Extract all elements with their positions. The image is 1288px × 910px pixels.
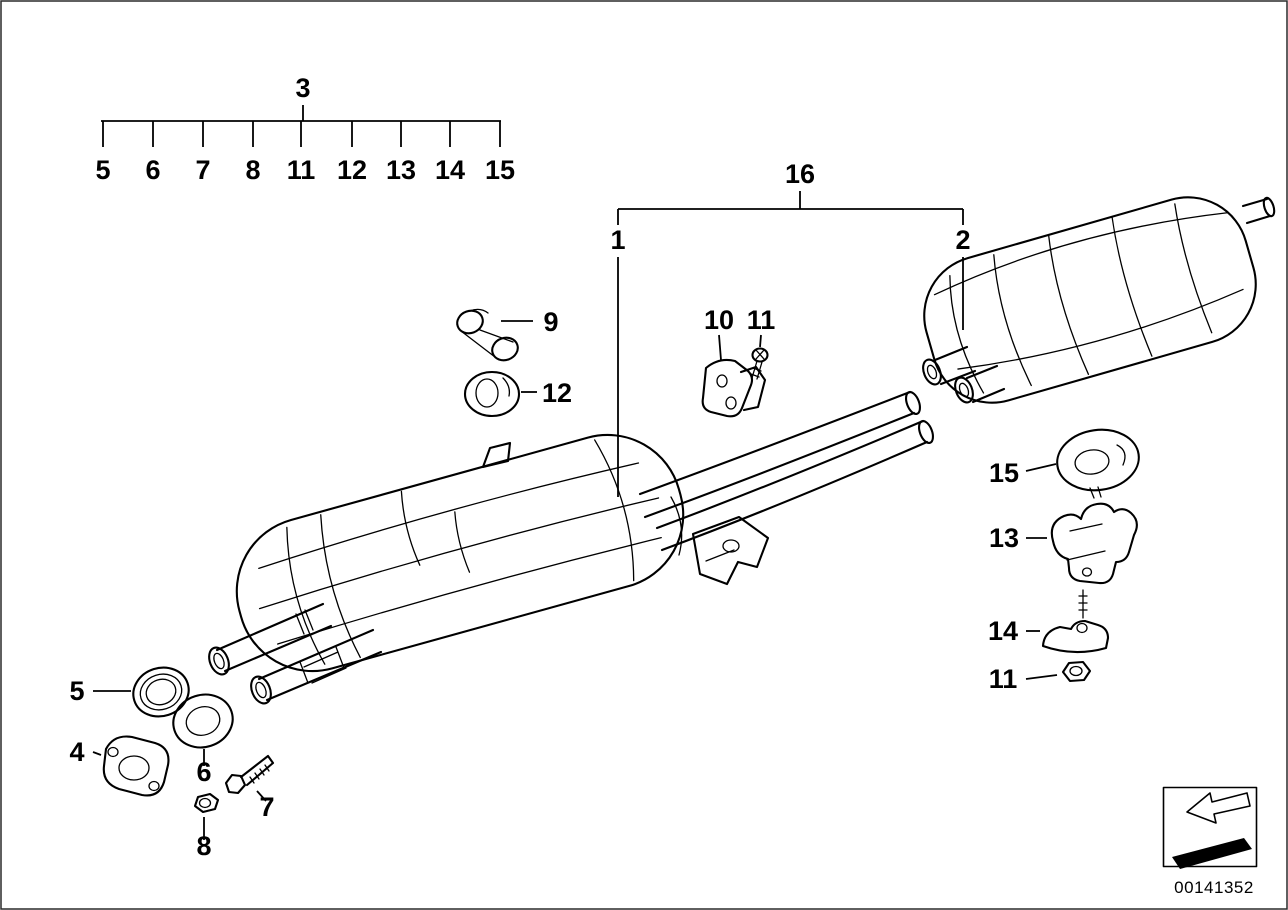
- pipe-end-2: [250, 675, 272, 705]
- part-nut-11: 11: [989, 660, 1092, 694]
- back-arrow-outline-icon: [1186, 792, 1251, 824]
- pipe-bracket: [691, 515, 770, 586]
- part-ring-5: 5: [69, 666, 190, 718]
- ladder-item-7[interactable]: 7: [195, 155, 210, 185]
- assembly-bracket-16: 16 1 2: [610, 159, 971, 497]
- pipe-end-1: [208, 646, 230, 676]
- leader-lines-10-11: [718, 334, 762, 361]
- back-arrow-solid-icon: [1172, 838, 1252, 869]
- callout-15[interactable]: 15: [989, 458, 1019, 488]
- callout-11-mid[interactable]: 11: [747, 305, 776, 335]
- callout-6[interactable]: 6: [196, 757, 211, 787]
- callout-1[interactable]: 1: [610, 225, 625, 255]
- part-clamp-9: 9: [456, 307, 559, 362]
- rear-inlet-1: [922, 358, 942, 386]
- stud: [1078, 589, 1088, 619]
- part-ring-6: 6: [172, 693, 234, 787]
- nav-thumbnail[interactable]: [1162, 786, 1258, 870]
- screw-head: [751, 347, 769, 363]
- rear-muffler-body: [923, 196, 1257, 404]
- part-bracket-14: 14: [988, 589, 1110, 654]
- callout-ladder: 3 5 6 7 8 11 12 13 14 15: [95, 73, 515, 185]
- ladder-item-12[interactable]: 12: [337, 155, 367, 185]
- leader-line-11-rear: [1025, 674, 1058, 680]
- callout-5[interactable]: 5: [69, 676, 84, 706]
- ladder-item-15[interactable]: 15: [485, 155, 515, 185]
- callout-8[interactable]: 8: [196, 831, 211, 861]
- callout-4[interactable]: 4: [69, 737, 84, 767]
- rear-inlet-2: [954, 376, 974, 404]
- front-pipes: [208, 602, 383, 705]
- callout-12[interactable]: 12: [542, 378, 572, 408]
- ladder-item-13[interactable]: 13: [386, 155, 416, 185]
- callout-13[interactable]: 13: [989, 523, 1019, 553]
- leader-line-4: [92, 751, 102, 756]
- part-bracket-13: 13: [989, 502, 1138, 585]
- part-bolt-7: 7: [224, 754, 275, 822]
- holder-bracket: [701, 358, 754, 418]
- ladder-item-8[interactable]: 8: [245, 155, 260, 185]
- connecting-pipes: [638, 390, 935, 556]
- rear-muffler: [922, 196, 1276, 404]
- callout-16[interactable]: 16: [785, 159, 815, 189]
- bolt-head: [224, 773, 247, 795]
- callout-2[interactable]: 2: [955, 225, 970, 255]
- ladder-group-label[interactable]: 3: [295, 73, 310, 103]
- muffler-mount-tab: [481, 441, 512, 469]
- leader-line-15: [1025, 463, 1057, 472]
- ladder-item-14[interactable]: 14: [435, 155, 465, 185]
- bracket-16-lines: [617, 191, 964, 225]
- tailpipe: [1241, 197, 1272, 225]
- ladder-lines: [101, 105, 501, 147]
- callout-9[interactable]: 9: [543, 307, 558, 337]
- callout-10[interactable]: 10: [704, 305, 734, 335]
- front-muffler-body: [235, 433, 685, 673]
- part-grommet-12: 12: [463, 370, 572, 418]
- part-nut-8: 8: [193, 792, 220, 861]
- callout-7[interactable]: 7: [259, 792, 274, 822]
- callout-11-rear[interactable]: 11: [989, 664, 1018, 694]
- part-rubber-ring-15: 15: [989, 428, 1140, 499]
- ladder-item-6[interactable]: 6: [145, 155, 160, 185]
- front-muffler: [235, 433, 685, 673]
- part-holder-10-11: 10 11: [701, 305, 776, 418]
- part-gasket-4: 4: [69, 735, 170, 797]
- ladder-item-11[interactable]: 11: [287, 155, 316, 185]
- callout-14[interactable]: 14: [988, 616, 1018, 646]
- leader-line-7: [256, 790, 267, 802]
- diagram-number: 00141352: [1174, 878, 1254, 897]
- ladder-item-5[interactable]: 5: [95, 155, 110, 185]
